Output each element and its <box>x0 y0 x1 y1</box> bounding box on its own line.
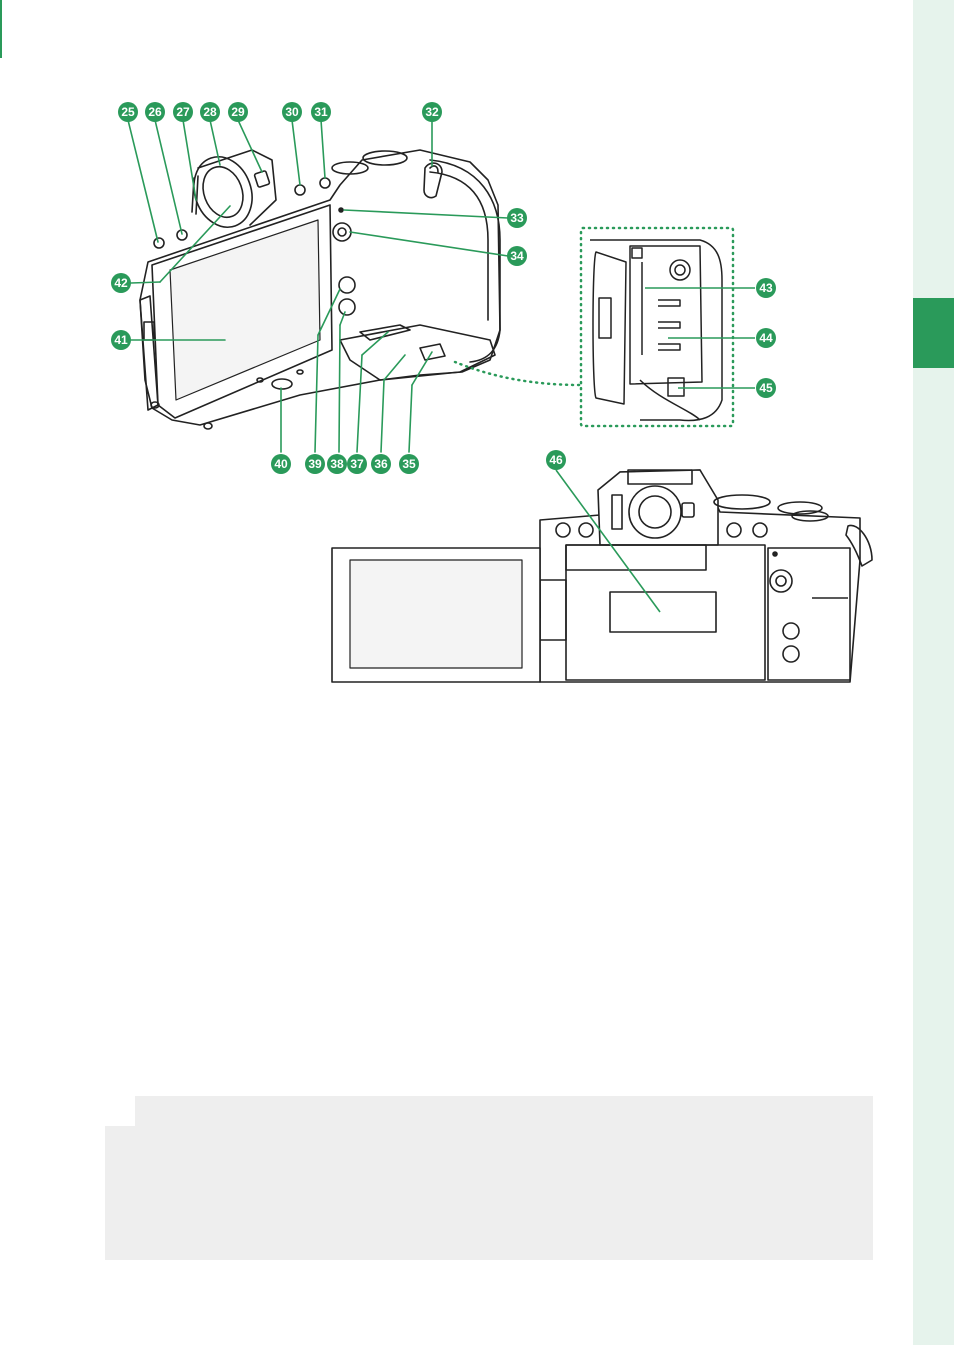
svg-text:27: 27 <box>176 105 190 119</box>
margin-rule <box>0 0 2 58</box>
callout-41: 41 <box>111 330 131 350</box>
callout-28: 28 <box>200 102 220 122</box>
svg-text:45: 45 <box>759 381 773 395</box>
callout-36: 36 <box>371 454 391 474</box>
callout-32: 32 <box>422 102 442 122</box>
svg-text:39: 39 <box>308 457 322 471</box>
camera-rear-illustration <box>139 149 501 430</box>
callout-43: 43 <box>756 278 776 298</box>
leader-lines-upper <box>127 119 509 453</box>
svg-text:37: 37 <box>350 457 364 471</box>
svg-text:42: 42 <box>114 276 128 290</box>
svg-text:34: 34 <box>510 249 524 263</box>
svg-text:44: 44 <box>759 331 773 345</box>
svg-text:36: 36 <box>374 457 388 471</box>
svg-text:32: 32 <box>425 105 439 119</box>
camera-vari-angle-illustration <box>331 469 873 683</box>
leader-lines-inset <box>645 287 755 389</box>
callout-40: 40 <box>271 454 291 474</box>
svg-text:30: 30 <box>285 105 299 119</box>
callout-39: 39 <box>305 454 325 474</box>
svg-text:38: 38 <box>330 457 344 471</box>
svg-text:25: 25 <box>121 105 135 119</box>
callout-33: 33 <box>507 208 527 228</box>
svg-text:43: 43 <box>759 281 773 295</box>
chapter-tab[interactable] <box>913 298 954 368</box>
callout-34: 34 <box>507 246 527 266</box>
svg-text:35: 35 <box>402 457 416 471</box>
callout-31: 31 <box>311 102 331 122</box>
svg-text:41: 41 <box>114 333 128 347</box>
battery-chamber-inset <box>590 239 723 422</box>
callout-30: 30 <box>282 102 302 122</box>
callout-44: 44 <box>756 328 776 348</box>
callout-35: 35 <box>399 454 419 474</box>
svg-text:28: 28 <box>203 105 217 119</box>
leader-line-lower <box>555 469 661 613</box>
note-icon <box>105 1096 135 1126</box>
inset-connector <box>453 226 735 428</box>
callout-25: 25 <box>118 102 138 122</box>
svg-text:40: 40 <box>274 457 288 471</box>
svg-text:26: 26 <box>148 105 162 119</box>
callout-27: 27 <box>173 102 193 122</box>
callout-45: 45 <box>756 378 776 398</box>
svg-text:31: 31 <box>314 105 328 119</box>
callout-37: 37 <box>347 454 367 474</box>
callout-38: 38 <box>327 454 347 474</box>
callout-42: 42 <box>111 273 131 293</box>
svg-text:33: 33 <box>510 211 524 225</box>
note-box <box>105 1096 873 1260</box>
callout-46: 46 <box>546 450 566 470</box>
svg-text:29: 29 <box>231 105 245 119</box>
callout-29: 29 <box>228 102 248 122</box>
callout-26: 26 <box>145 102 165 122</box>
page-side-band <box>913 0 954 1345</box>
svg-text:46: 46 <box>549 453 563 467</box>
